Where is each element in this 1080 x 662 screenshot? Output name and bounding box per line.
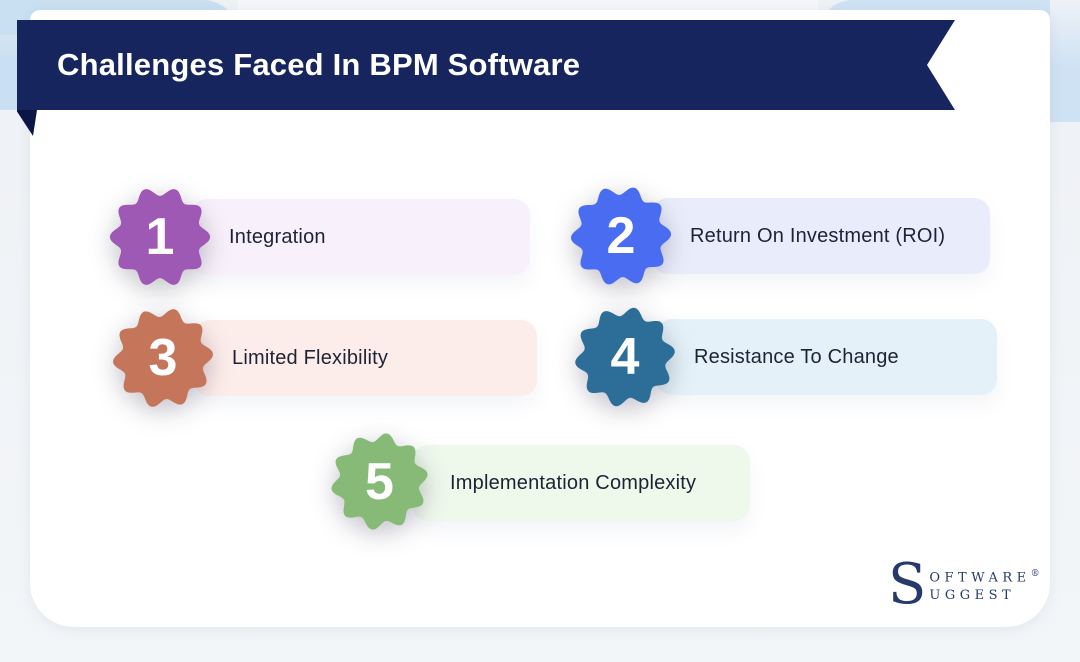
challenge-pill: Return On Investment (ROI): [652, 198, 990, 274]
logo-wordmark: OFTWARE® UGGEST: [929, 560, 1039, 610]
background-accent-right-column: [1050, 0, 1080, 122]
challenge-pill: Limited Flexibility: [194, 320, 537, 396]
challenge-pill: Implementation Complexity: [412, 445, 750, 521]
challenge-pill: Integration: [191, 199, 530, 275]
content-card: [30, 10, 1050, 627]
scallop-seal-icon: [331, 433, 428, 530]
logo-line1-text: OFTWARE: [929, 570, 1031, 586]
registered-trademark-icon: ®: [1030, 569, 1040, 579]
scallop-seal-icon: [113, 309, 213, 407]
challenge-number: 5: [365, 452, 394, 511]
title-ribbon: Challenges Faced In BPM Software: [17, 20, 955, 110]
challenge-label: Limited Flexibility: [232, 346, 389, 369]
challenge-label: Implementation Complexity: [450, 471, 697, 494]
challenge-number: 3: [148, 329, 178, 387]
scallop-seal-icon: [109, 189, 211, 285]
challenge-pill: Resistance To Change: [656, 319, 997, 395]
challenge-label: Resistance To Change: [694, 345, 899, 368]
challenge-number-badge: 5: [330, 432, 429, 531]
logo-initial: S: [888, 552, 927, 617]
scallop-seal-icon: [570, 187, 672, 285]
logo-line-software: OFTWARE®: [929, 569, 1039, 585]
challenge-number-badge: 2: [570, 185, 672, 287]
logo-line-suggest: UGGEST: [929, 588, 1016, 604]
challenge-number-badge: 1: [109, 186, 211, 288]
challenge-number-badge: 4: [574, 306, 676, 408]
challenge-number: 2: [606, 207, 636, 265]
scallop-seal-icon: [575, 307, 675, 407]
page-title: Challenges Faced In BPM Software: [57, 47, 581, 82]
challenge-number: 1: [145, 208, 175, 266]
challenge-label: Return On Investment (ROI): [690, 224, 946, 247]
challenge-number: 4: [610, 328, 640, 386]
challenge-number-badge: 3: [112, 307, 214, 409]
challenge-label: Integration: [229, 225, 326, 248]
softwaresuggest-logo: S OFTWARE® UGGEST: [888, 552, 1040, 617]
